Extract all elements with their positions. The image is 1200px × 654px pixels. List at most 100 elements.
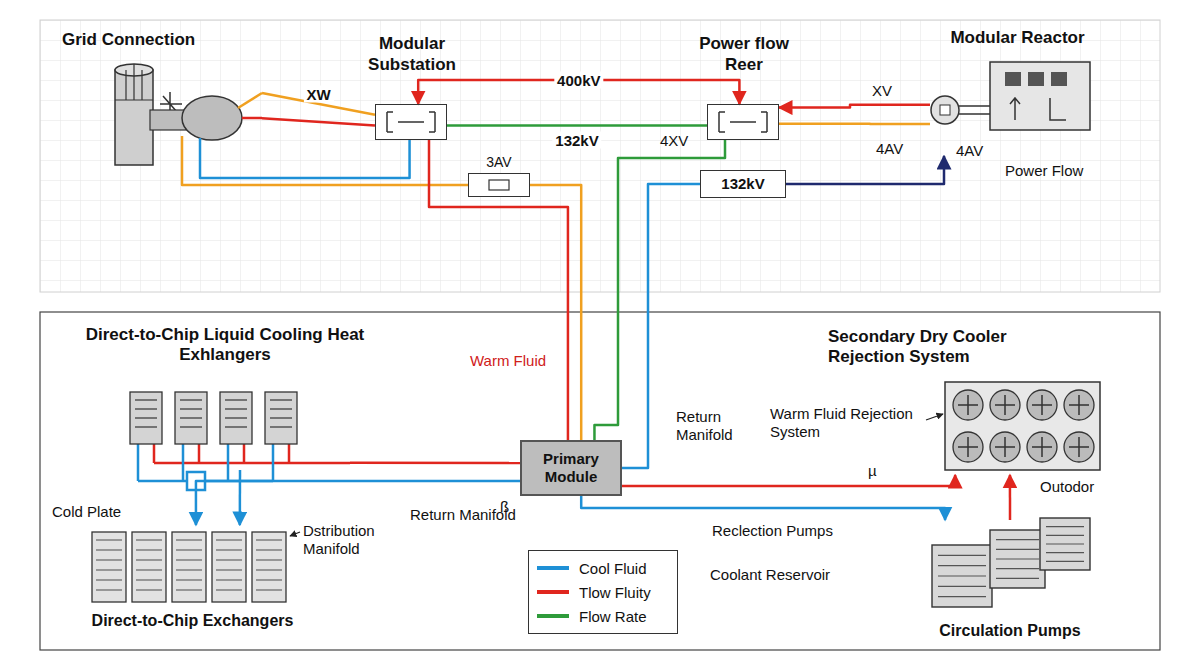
transformer-sphere [182,96,242,140]
fan-ring [990,432,1020,462]
fan-ring [953,390,983,420]
server-slot [225,417,247,419]
server-tower [130,392,162,444]
fan-blades [1032,395,1052,415]
voltage-label: XV [872,82,892,100]
rack-slot [256,569,282,570]
legend-label: Tlow Fluity [579,584,651,601]
rack-slot [96,589,122,590]
dry-cooler: Secondary Dry Cooler Rejection System [820,325,1110,475]
legend-swatch [537,590,569,594]
reactor-window [1051,72,1067,86]
pump-grille [996,578,1039,579]
node-label: Modular Substation [364,34,460,75]
fan-ring [1064,432,1094,462]
fan-blades [958,437,978,457]
part-label: Coolant Reservoir [710,566,830,584]
rack-slot [216,539,242,540]
flow-line [239,470,242,525]
flow-line [200,140,410,178]
server-slot [135,408,157,410]
cooler-fan [1064,390,1094,420]
server-slot [135,417,157,419]
voltage-label: 4XV [660,132,688,150]
voltage-label: 4AV [876,140,903,158]
rack-slot [216,569,242,570]
server-slot [135,399,157,401]
fan-blades [1032,437,1052,457]
rack-slot [136,579,162,580]
rack-slot [96,579,122,580]
rack-slot [256,579,282,580]
cooler-fan [1027,432,1057,462]
rack-slot [216,549,242,550]
primary-module: Primary Module [520,440,622,496]
fan-ring [1027,432,1057,462]
leader-line [290,532,300,536]
legend-box: Cool FluidTlow FluityFlow Rate [528,550,678,634]
cooler-fan [990,390,1020,420]
pump-grille [1046,535,1084,536]
rack-slot [136,569,162,570]
legend-label: Cool Fluid [579,560,647,577]
server-slot [180,426,202,428]
leader-line [926,414,943,420]
fan-ring [1027,390,1057,420]
modular-reactor: Modular Reactor [930,28,1105,156]
legend-row: Tlow Fluity [537,580,669,604]
pump-grille [938,586,986,587]
circulation-pumps: Circulation Pumps [925,520,1095,640]
cooler-fan [953,432,983,462]
server-slot [225,408,247,410]
voltage-label: 400kV [554,72,603,89]
node-label: Direct-to-Chip Exchangers [85,611,300,630]
node-label: Grid Connection [62,30,195,50]
exchanger-rack [92,532,126,602]
fan-blades [1069,395,1089,415]
rack-slot [176,539,202,540]
part-label: Return Manifold [676,408,756,444]
fan-blades [995,395,1015,415]
node-label: 132kV [721,175,764,193]
grid-connection: Grid Connection [62,30,262,170]
module-box: 3AV [468,173,530,197]
flow-line [196,481,520,525]
reactor-window [1028,72,1044,86]
rack-slot [176,569,202,570]
voltage-box: 132kV [700,170,786,198]
legend-swatch [537,614,569,618]
symbol-label: ß [500,498,509,516]
rack-slot [136,539,162,540]
top-panel [40,20,1160,292]
rack-slot [136,589,162,590]
legend-label: Flow Rate [579,608,647,625]
node-label: Secondary Dry Cooler Rejection System [828,327,1043,368]
substation-fill [707,104,779,140]
server-group: Direct-to-Chip Liquid Cooling Heat Exhla… [100,325,350,470]
part-label: Cold Plate [52,503,121,521]
pump-grille [1046,561,1084,562]
server-slot [225,399,247,401]
flow-line [581,496,945,520]
server-slot [180,408,202,410]
rack-slot [96,559,122,560]
node-label: Primary Module [522,450,620,486]
box-fill [468,173,530,197]
cooler-fan [1027,390,1057,420]
cooler-fan [1064,432,1094,462]
server-slot [225,426,247,428]
server-tower [265,392,297,444]
flow-line [622,184,700,468]
node-label: Modular Reactor [930,28,1105,48]
fan-blades [995,437,1015,457]
rack-slot [96,569,122,570]
flow-label: Warm Fluid [470,352,546,370]
pump-grille [996,539,1039,540]
reactor-coupling [931,96,959,124]
coupling-core [940,105,950,115]
server-slot [270,399,292,401]
rack-slot [136,549,162,550]
voltage-label: 4AV [956,142,983,160]
pump-grille [996,549,1039,550]
